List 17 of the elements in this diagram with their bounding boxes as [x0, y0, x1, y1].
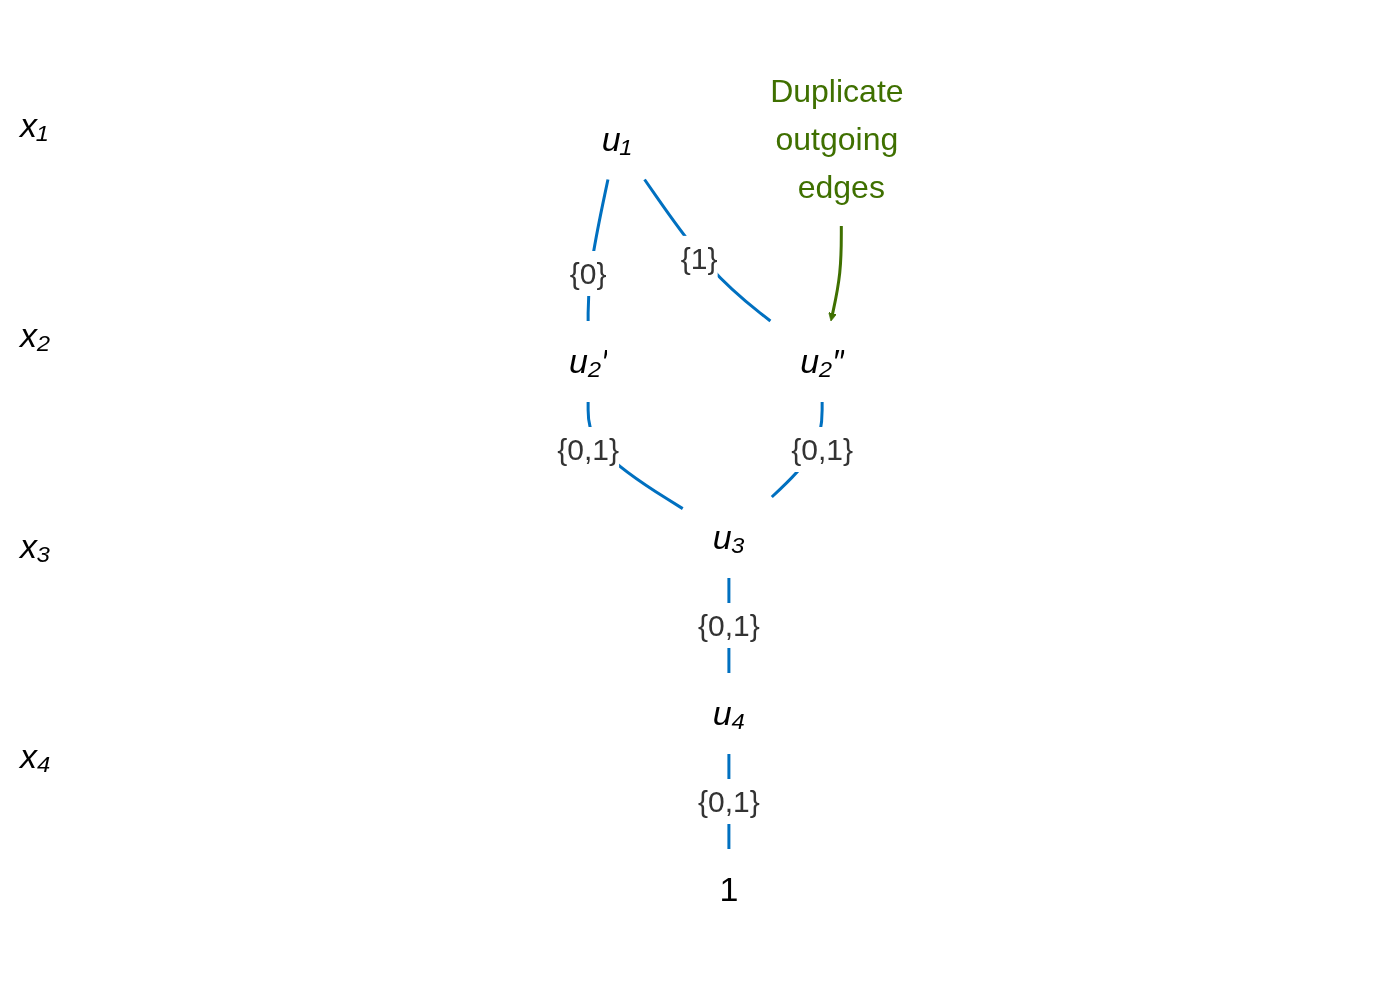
- edge-label: {0}: [569, 257, 607, 290]
- node-text: Duplicate outgoing edges: [770, 73, 904, 205]
- edge-label: {0,1}: [697, 785, 760, 818]
- node-text: u₄: [712, 694, 746, 732]
- node-text: u₁: [601, 119, 632, 158]
- edge-label: {0,1}: [557, 433, 619, 466]
- edge-label: {0,1}: [791, 433, 853, 466]
- node-text: u₃: [712, 518, 745, 556]
- arrow: [828, 226, 843, 322]
- level-label: x₂: [20, 316, 51, 356]
- connector: [643, 178, 772, 323]
- level-label: x₄: [20, 737, 52, 777]
- level-label: x₁: [20, 105, 49, 145]
- node-text: 1: [719, 870, 739, 908]
- level-label: x₃: [20, 526, 52, 566]
- edge-label: {0,1}: [697, 609, 760, 642]
- edge-label: {1}: [680, 241, 718, 275]
